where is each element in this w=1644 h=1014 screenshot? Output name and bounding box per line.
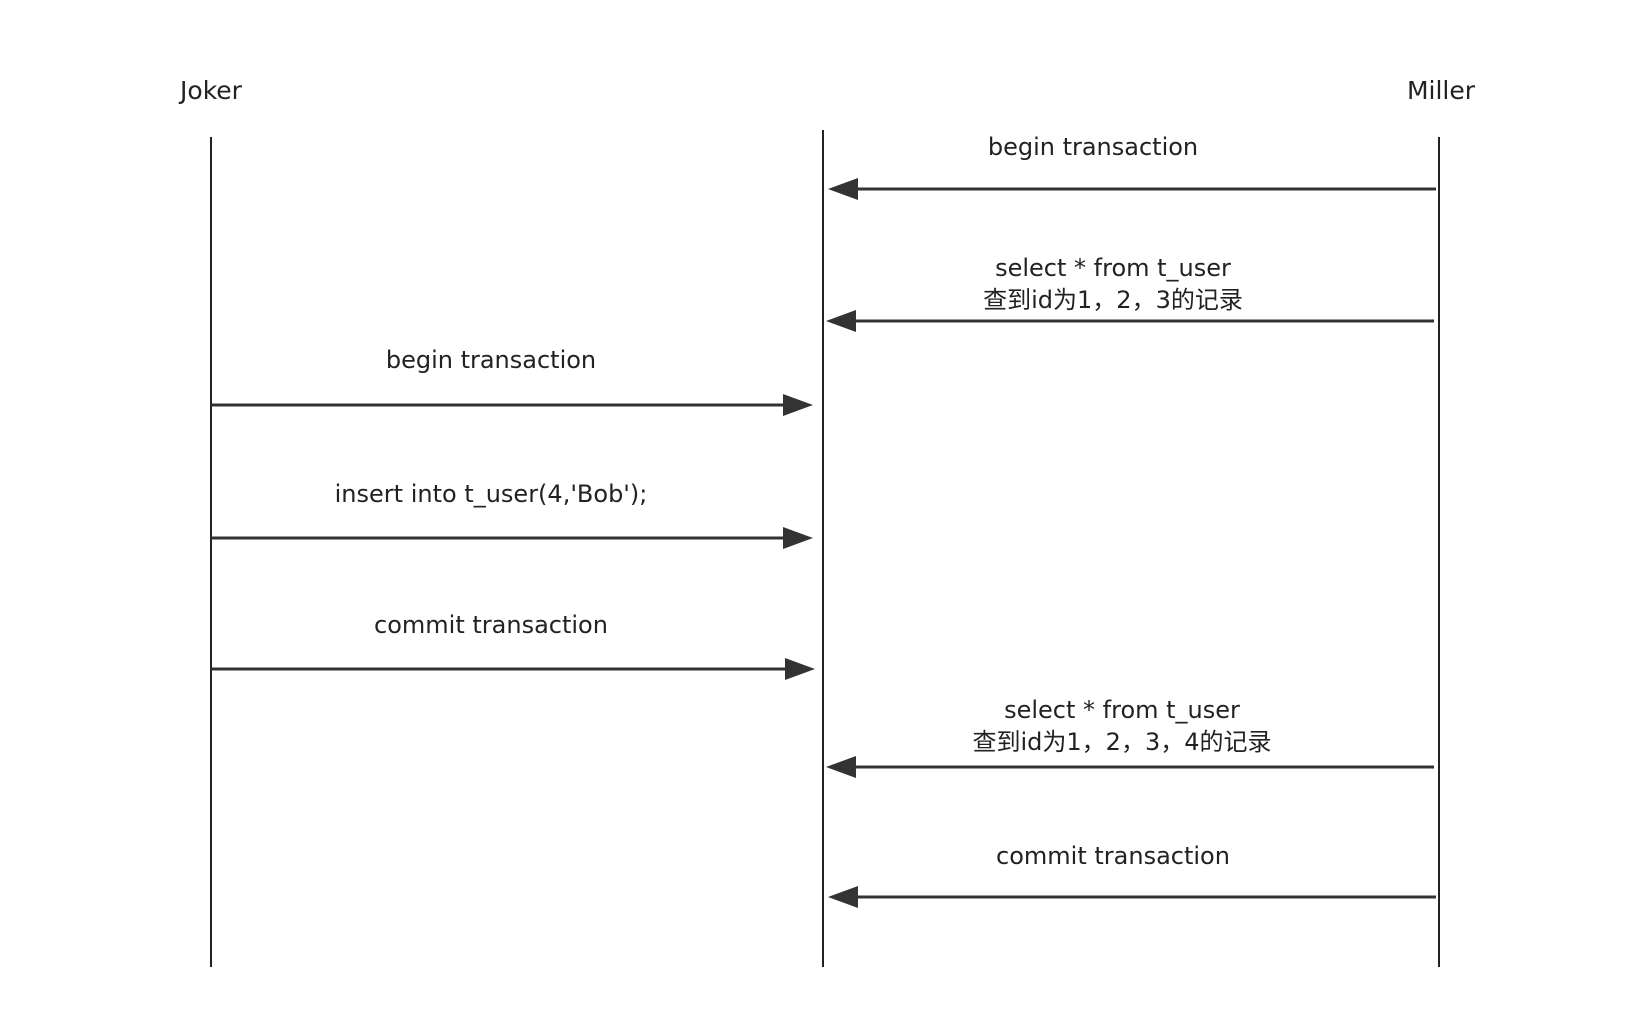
arrow-head-left (826, 310, 856, 332)
message-label: 查到id为1，2，3的记录 (983, 286, 1243, 314)
message-label: commit transaction (374, 611, 608, 639)
message-joker-begin: begin transaction (211, 346, 813, 416)
message-label: begin transaction (988, 133, 1198, 161)
arrow-head-right (783, 394, 813, 416)
arrow-head-left (826, 756, 856, 778)
message-miller-commit: commit transaction (828, 842, 1436, 908)
message-miller-select-1: select * from t_user 查到id为1，2，3的记录 (826, 254, 1434, 332)
message-miller-begin: begin transaction (828, 133, 1436, 200)
message-label: insert into t_user(4,'Bob'); (335, 480, 648, 508)
message-joker-commit: commit transaction (211, 611, 815, 680)
actor-label-joker: Joker (178, 76, 243, 105)
actor-label-miller: Miller (1407, 76, 1476, 105)
message-label: commit transaction (996, 842, 1230, 870)
message-label: select * from t_user (1004, 696, 1240, 724)
arrow-head-left (828, 886, 858, 908)
arrow-head-right (785, 658, 815, 680)
arrow-head-right (783, 527, 813, 549)
arrow-head-left (828, 178, 858, 200)
message-label: select * from t_user (995, 254, 1231, 282)
message-label: begin transaction (386, 346, 596, 374)
message-joker-insert: insert into t_user(4,'Bob'); (211, 480, 813, 549)
message-miller-select-2: select * from t_user 查到id为1，2，3，4的记录 (826, 696, 1434, 778)
message-label: 查到id为1，2，3，4的记录 (973, 728, 1272, 756)
